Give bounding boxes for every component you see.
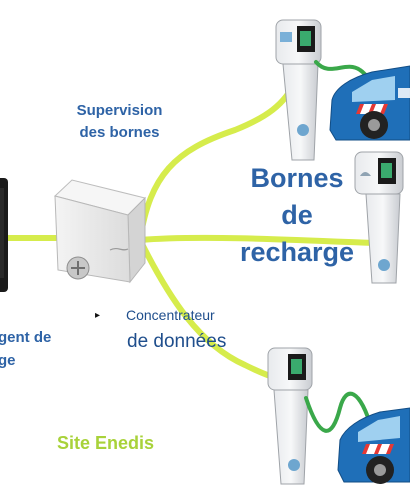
bornes-line-1: Bornes [250, 163, 344, 193]
agent-line-1: gent de [0, 329, 52, 346]
electric-car-bottom-icon [337, 407, 410, 484]
site-enedis-label: Site Enedis [57, 433, 155, 453]
agent-label: gent de ge [0, 326, 51, 372]
concentrateur-label-line-1: Concentrateur [126, 307, 215, 323]
cable-to-middle-borne [137, 234, 375, 246]
bullet-icon: ▸ [95, 310, 101, 321]
concentrator-box-icon [53, 179, 146, 284]
supervision-line-2: des bornes [79, 124, 160, 141]
electric-car-top-icon [329, 65, 410, 141]
charging-station-top-icon [275, 19, 322, 161]
bornes-de-recharge-title: Bornes de recharge [232, 160, 362, 271]
concentrateur-label-line-2: de données [127, 331, 227, 352]
agent-line-2: ge [0, 352, 16, 369]
mobile-phone-icon [0, 178, 8, 292]
bornes-line-3: recharge [239, 237, 355, 267]
bornes-line-2: de [281, 200, 313, 230]
charging-station-bottom-icon [267, 347, 313, 485]
supervision-label: Supervision des bornes [62, 100, 177, 144]
cable-to-top-borne [137, 77, 299, 243]
charging-station-middle-icon [354, 151, 404, 284]
supervision-line-1: Supervision [76, 102, 163, 119]
